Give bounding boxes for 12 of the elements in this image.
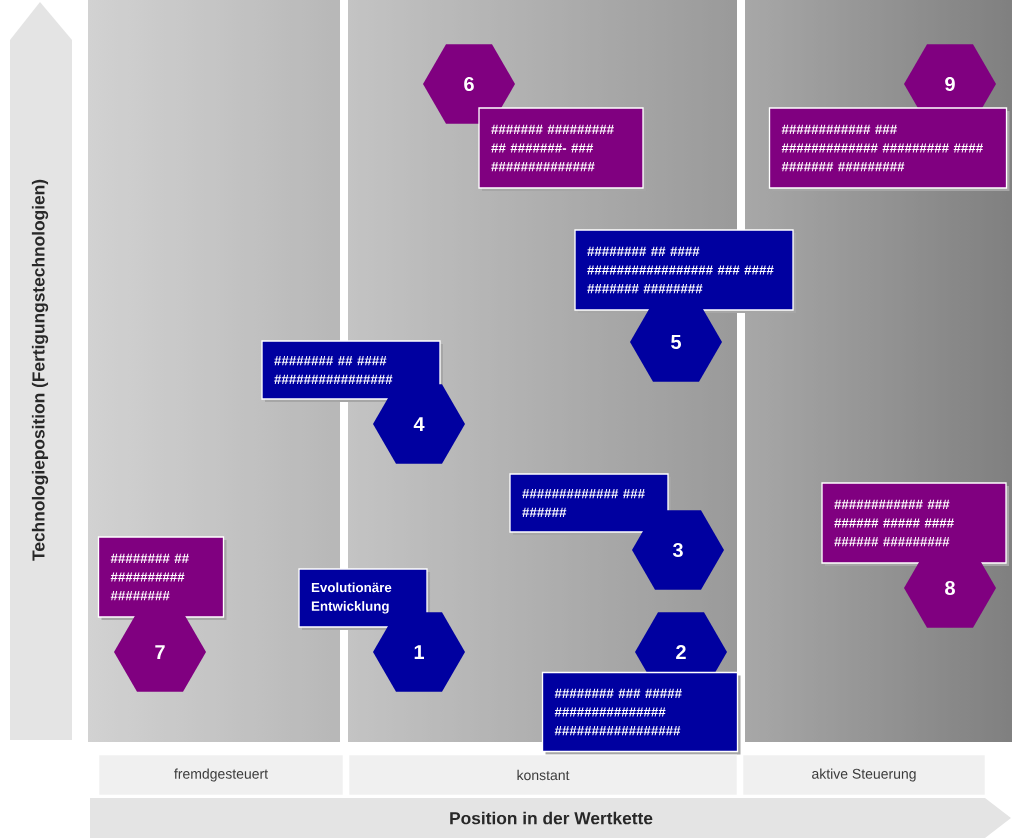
text-box: ######## ## #### ################# ### #### ####### ########: [574, 229, 796, 313]
column-label: fremdgesteuert: [98, 754, 344, 796]
text-box: ############# ### ######: [509, 473, 671, 535]
text-box: ############ ### ############# ######### #### ####### #########: [768, 107, 1010, 191]
text-box: ############ ### ###### ##### #### ###### #########: [821, 482, 1009, 566]
column-label: konstant: [348, 754, 738, 796]
text-box: ######## ### ##### ############### #################: [541, 671, 741, 755]
text-box: Evolutionäre Entwicklung: [298, 568, 430, 630]
text-box: ######## ## ########## ########: [97, 536, 227, 620]
column-label: aktive Steuerung: [742, 754, 986, 796]
text-box: ######## ## #### ################: [261, 340, 443, 402]
text-box: ####### ######### ## #######- ### ##############: [478, 107, 646, 191]
